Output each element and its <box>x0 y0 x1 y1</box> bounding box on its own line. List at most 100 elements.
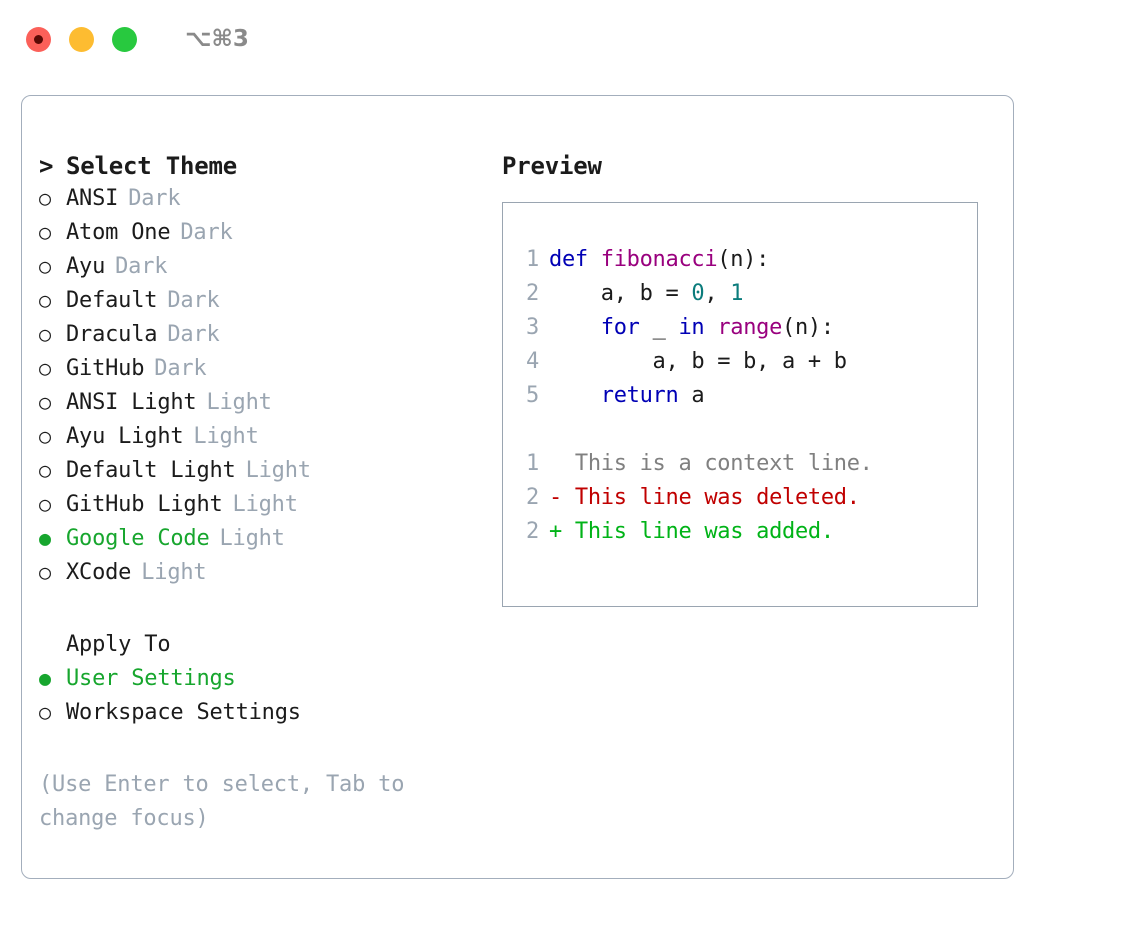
diff-sample: 1 This is a context line.2- This line wa… <box>503 451 977 553</box>
code-token-kw: return <box>600 383 679 408</box>
radio-selected-icon: ● <box>39 666 51 690</box>
code-token-plain <box>549 383 601 408</box>
radio-unselected-icon: ○ <box>39 560 51 584</box>
theme-option-variant-badge: Dark <box>180 220 233 245</box>
code-line-content: return a <box>549 383 705 408</box>
preview-code-box: 1 def fibonacci(n): 2 a, b = 0, 1 3 for _ i… <box>502 202 978 607</box>
code-line-content: for _ in range(n): <box>549 315 834 340</box>
theme-option-label: Google Code <box>66 526 210 551</box>
code-line-content: def fibonacci(n): <box>549 247 769 272</box>
theme-option-github-light[interactable]: ○ GitHub Light Light <box>39 492 489 526</box>
radio-unselected-icon: ○ <box>39 492 51 516</box>
section-spacer <box>39 594 489 632</box>
line-number: 2 <box>526 281 539 306</box>
apply-to-option-user-settings[interactable]: ● User Settings <box>39 666 489 700</box>
theme-option-variant-badge: Light <box>232 492 298 517</box>
code-token-plain: a, b = b, a + b <box>549 349 848 374</box>
window-titlebar: ⌥⌘3 <box>0 0 1140 78</box>
line-number: 1 <box>526 451 539 476</box>
keyboard-hint-text: (Use Enter to select, Tab to change focu… <box>39 772 405 831</box>
apply-to-option-label: Workspace Settings <box>66 700 301 725</box>
theme-option-label: Default Light <box>66 458 236 483</box>
radio-unselected-icon: ○ <box>39 322 51 346</box>
theme-option-variant-badge: Dark <box>167 288 220 313</box>
diff-marker: + <box>549 519 575 544</box>
recording-indicator-icon <box>34 34 43 44</box>
radio-unselected-icon: ○ <box>39 458 51 482</box>
code-line: 3 for _ in range(n): <box>503 315 977 349</box>
radio-unselected-icon: ○ <box>39 390 51 414</box>
radio-unselected-icon: ○ <box>39 220 51 244</box>
code-sample: 1 def fibonacci(n): 2 a, b = 0, 1 3 for _ i… <box>503 247 977 417</box>
theme-option-variant-badge: Dark <box>167 322 220 347</box>
preview-title: Preview <box>502 152 602 180</box>
close-button[interactable] <box>26 26 51 52</box>
window-controls <box>26 26 137 52</box>
theme-option-variant-badge: Dark <box>115 254 168 279</box>
code-token-fn: range <box>717 315 783 340</box>
code-line-content: a, b = 0, 1 <box>549 281 744 306</box>
diff-line-add: 2 + This line was added. <box>503 519 977 553</box>
diff-line-del: 2- This line was deleted. <box>503 485 977 519</box>
radio-selected-icon: ● <box>39 526 51 550</box>
apply-to-heading: Apply To <box>39 632 489 666</box>
minimize-button[interactable] <box>69 26 94 52</box>
diff-line-content: This line was deleted. <box>574 485 860 510</box>
line-number: 2 <box>526 485 539 510</box>
theme-option-variant-badge: Light <box>206 390 272 415</box>
apply-to-options-list: ● User Settings ○Workspace Settings <box>39 666 489 734</box>
theme-option-ansi[interactable]: ○ ANSI Dark <box>39 186 489 220</box>
theme-option-variant-badge: Dark <box>154 356 207 381</box>
line-number: 5 <box>526 383 539 408</box>
code-token-plain: (n): <box>717 247 770 272</box>
code-token-kw: for <box>600 315 640 340</box>
theme-option-label: GitHub Light <box>66 492 223 517</box>
apply-to-option-label: User Settings <box>66 666 236 691</box>
code-line: 5 return a <box>503 383 977 417</box>
line-number: 4 <box>526 349 539 374</box>
diff-marker: - <box>549 485 575 510</box>
radio-unselected-icon: ○ <box>39 186 51 210</box>
theme-option-label: GitHub <box>66 356 145 381</box>
radio-unselected-icon: ○ <box>39 254 51 278</box>
code-token-kw: in <box>678 315 705 340</box>
diff-line-ctx: 1 This is a context line. <box>503 451 977 485</box>
theme-option-google-code[interactable]: ● Google Code Light <box>39 526 489 560</box>
apply-to-option-workspace-settings[interactable]: ○Workspace Settings <box>39 700 489 734</box>
theme-option-atom-one[interactable]: ○ Atom One Dark <box>39 220 489 254</box>
code-token-plain <box>549 315 601 340</box>
preview-column: Preview 1 def fibonacci(n): 2 a, b = 0, 1 3… <box>502 152 992 607</box>
diff-line-content: This line was added. <box>574 519 834 544</box>
theme-option-variant-badge: Light <box>193 424 259 449</box>
line-number: 1 <box>526 247 539 272</box>
code-token-kw: def <box>549 247 601 272</box>
code-token-plain: _ <box>639 315 679 340</box>
theme-option-label: Atom One <box>66 220 171 245</box>
diff-marker <box>549 451 575 476</box>
apply-to-label: Apply To <box>66 632 171 657</box>
maximize-button[interactable] <box>112 26 137 52</box>
theme-option-variant-badge: Light <box>219 526 285 551</box>
page-title-label: Select Theme <box>66 152 237 180</box>
theme-option-label: ANSI <box>66 186 119 211</box>
theme-option-github[interactable]: ○ GitHub Dark <box>39 356 489 390</box>
theme-option-variant-badge: Dark <box>128 186 181 211</box>
keyboard-shortcut-label: ⌥⌘3 <box>185 26 249 52</box>
diff-spacer <box>503 417 977 451</box>
code-token-plain: (n): <box>782 315 834 340</box>
prompt-marker-icon: > <box>39 152 54 180</box>
line-number: 3 <box>526 315 539 340</box>
line-number: 2 <box>526 519 539 544</box>
code-token-plain: a, b = <box>549 281 692 306</box>
code-line-content: a, b = b, a + b <box>549 349 848 374</box>
radio-unselected-icon: ○ <box>39 356 51 380</box>
page-title: > Select Theme <box>39 152 489 186</box>
